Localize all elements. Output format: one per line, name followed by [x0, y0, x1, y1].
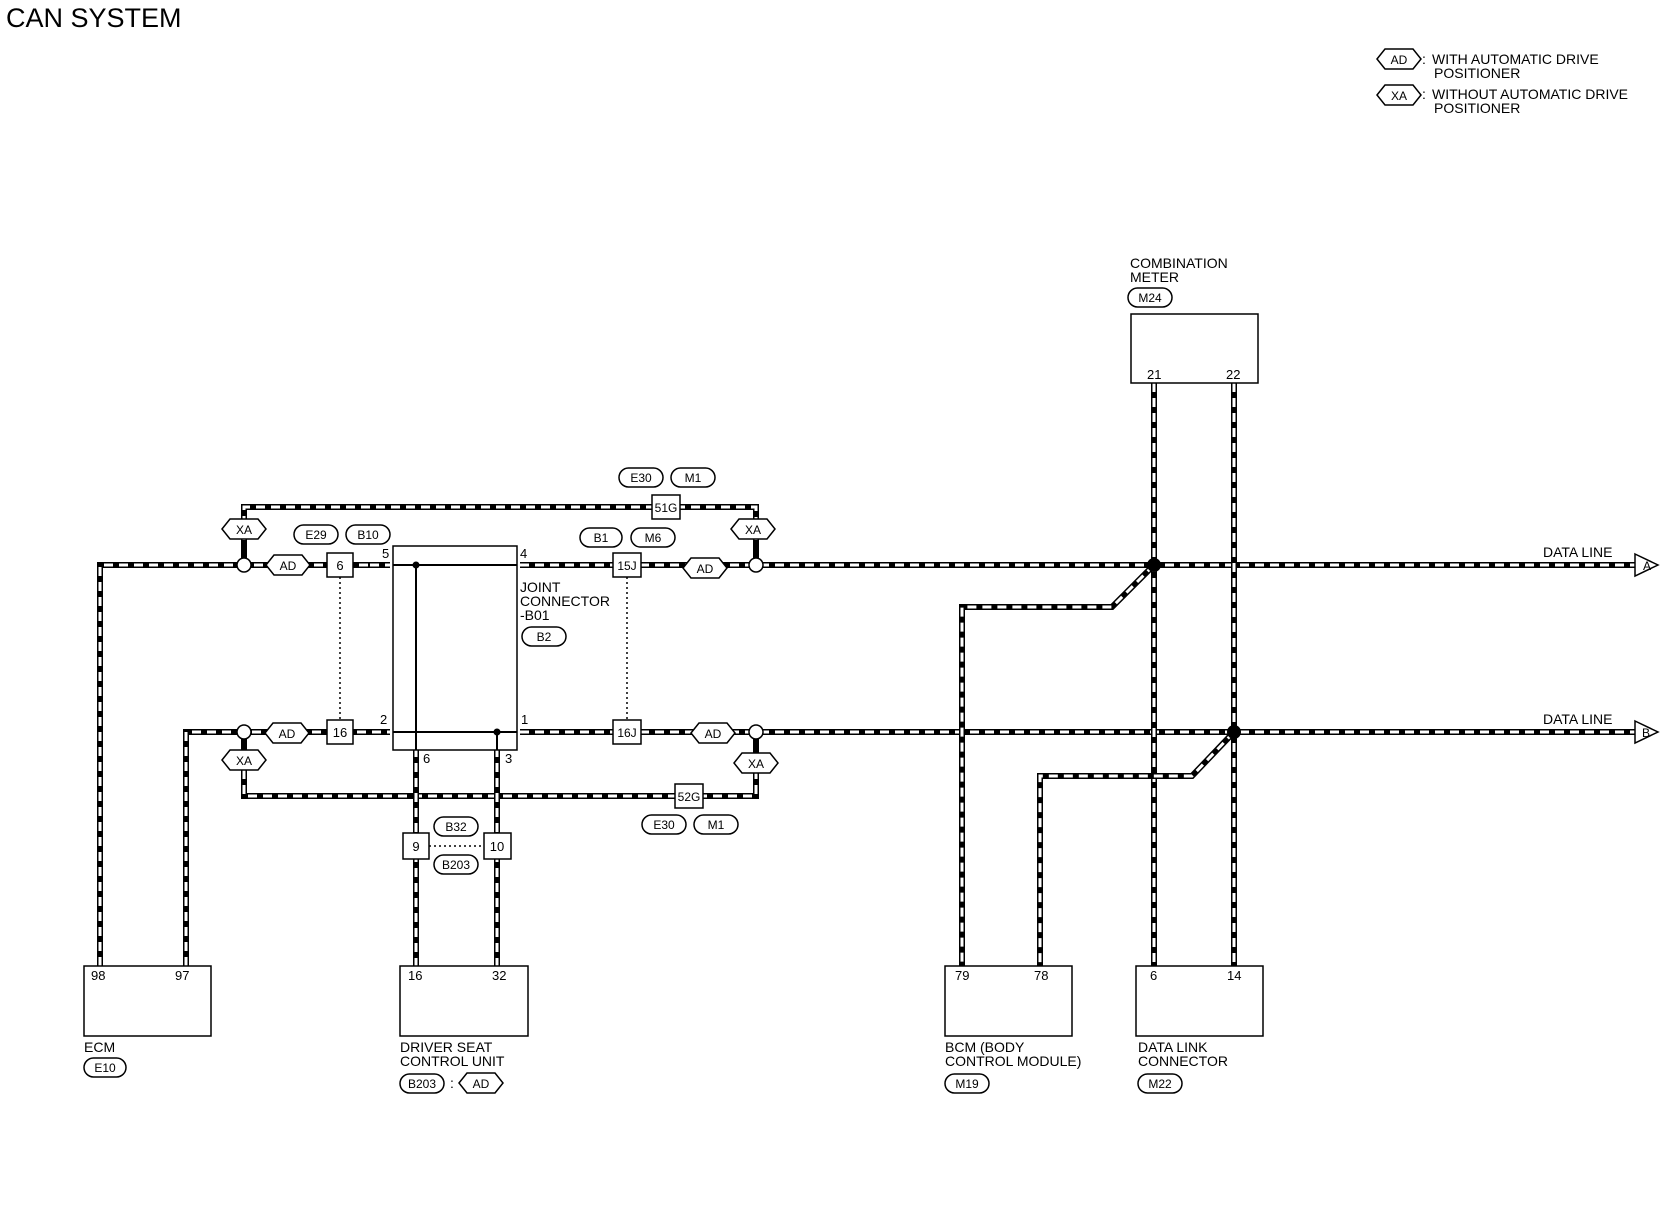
svg-text:B32: B32	[445, 820, 467, 834]
svg-text:B203: B203	[442, 858, 470, 872]
joint-connector-code: B2	[537, 630, 552, 644]
svg-text:-B01: -B01	[520, 607, 550, 623]
svg-text:E10: E10	[94, 1061, 116, 1075]
svg-text:6: 6	[1150, 968, 1157, 983]
svg-text:XA: XA	[748, 757, 764, 771]
svg-text:52G: 52G	[678, 790, 701, 804]
legend-xa-tag: XA	[1391, 89, 1407, 103]
svg-text:3: 3	[505, 751, 512, 766]
svg-text:E30: E30	[630, 471, 652, 485]
svg-text:XA: XA	[236, 754, 252, 768]
junction-circle	[748, 724, 764, 740]
svg-text:AD: AD	[697, 562, 714, 576]
svg-text:5: 5	[382, 546, 389, 561]
svg-text:6: 6	[336, 558, 343, 573]
svg-text:2: 2	[380, 712, 387, 727]
svg-text:DATA LINK: DATA LINK	[1138, 1039, 1208, 1055]
svg-text:4: 4	[520, 546, 527, 561]
svg-text:XA: XA	[236, 523, 252, 537]
svg-text:21: 21	[1147, 367, 1161, 382]
svg-text:10: 10	[490, 839, 504, 854]
svg-text:16J: 16J	[617, 726, 636, 740]
driver-seat-control-unit: 16 32 DRIVER SEAT CONTROL UNIT B203 : AD	[399, 965, 529, 1094]
junction-circle	[236, 724, 252, 740]
svg-text:M1: M1	[708, 818, 725, 832]
legend-ad-tag: AD	[1391, 53, 1408, 67]
data-line-b-label: DATA LINE	[1543, 711, 1613, 727]
svg-text:CONNECTOR: CONNECTOR	[520, 593, 610, 609]
svg-text:CONTROL MODULE): CONTROL MODULE)	[945, 1053, 1081, 1069]
svg-text:79: 79	[955, 968, 969, 983]
joint-connector-label: JOINT	[520, 579, 561, 595]
data-line-a: DATA LINE A	[1543, 544, 1660, 578]
svg-text:ECM: ECM	[84, 1039, 115, 1055]
svg-text:B203: B203	[408, 1077, 436, 1091]
splice-point-a	[1147, 558, 1161, 572]
splice-point-b	[1227, 725, 1241, 739]
svg-text:51G: 51G	[655, 501, 678, 515]
svg-text:14: 14	[1227, 968, 1241, 983]
svg-text:M19: M19	[955, 1077, 979, 1091]
svg-text:16: 16	[333, 725, 347, 740]
data-line-a-arrow: A	[1643, 559, 1651, 573]
svg-text:M24: M24	[1138, 291, 1162, 305]
data-line-b: DATA LINE B	[1543, 711, 1660, 745]
svg-text:E30: E30	[653, 818, 675, 832]
svg-text:16: 16	[408, 968, 422, 983]
combination-meter: COMBINATION METER M24 21 22	[1127, 255, 1259, 384]
legend-ad-line1: WITH AUTOMATIC DRIVE	[1432, 51, 1599, 67]
bcm: 79 78 BCM (BODY CONTROL MODULE) M19	[944, 965, 1081, 1094]
svg-text::: :	[1422, 86, 1426, 102]
svg-text:DRIVER SEAT: DRIVER SEAT	[400, 1039, 493, 1055]
svg-text:CONTROL UNIT: CONTROL UNIT	[400, 1053, 505, 1069]
svg-text:78: 78	[1034, 968, 1048, 983]
can-wires	[97, 383, 1635, 966]
svg-text:9: 9	[412, 839, 419, 854]
legend-ad-line2: POSITIONER	[1434, 65, 1520, 81]
diagram-title: CAN SYSTEM	[6, 3, 182, 33]
svg-text::: :	[450, 1075, 454, 1091]
data-line-b-arrow: B	[1642, 726, 1650, 740]
svg-text:B1: B1	[594, 531, 609, 545]
svg-text:32: 32	[492, 968, 506, 983]
condition-tags: AD AD AD AD XA XA XA XA	[221, 518, 779, 774]
svg-text:1: 1	[521, 712, 528, 727]
svg-text:AD: AD	[705, 727, 722, 741]
connector-codes: E29 B10 B1 M6 E30 M1 E30 M1 B32 B203	[293, 467, 739, 875]
svg-text:6: 6	[423, 751, 430, 766]
ecm: 98 97 ECM E10	[83, 965, 212, 1078]
junction-circle	[236, 557, 252, 573]
legend-xa-line2: POSITIONER	[1434, 100, 1520, 116]
joint-connector: 5 4 2 1 6 3 JOINT CONNECTOR -B01 B2	[380, 545, 610, 766]
svg-text:BCM (BODY: BCM (BODY	[945, 1039, 1025, 1055]
svg-text:METER: METER	[1130, 269, 1179, 285]
svg-text:15J: 15J	[617, 559, 636, 573]
svg-text:AD: AD	[473, 1077, 490, 1091]
svg-text:AD: AD	[279, 727, 296, 741]
legend-xa-line1: WITHOUT AUTOMATIC DRIVE	[1432, 86, 1628, 102]
svg-text:M6: M6	[645, 531, 662, 545]
svg-text::: :	[1422, 51, 1426, 67]
svg-text:M22: M22	[1148, 1077, 1172, 1091]
svg-text:22: 22	[1226, 367, 1240, 382]
svg-text:AD: AD	[280, 559, 297, 573]
data-line-a-label: DATA LINE	[1543, 544, 1613, 560]
data-link-connector: 6 14 DATA LINK CONNECTOR M22	[1135, 965, 1264, 1094]
svg-text:M1: M1	[685, 471, 702, 485]
junction-circle	[748, 557, 764, 573]
svg-text:CONNECTOR: CONNECTOR	[1138, 1053, 1228, 1069]
svg-text:E29: E29	[305, 528, 327, 542]
inline-connectors: 6 16 15J 16J 51G 52G 9 10	[326, 494, 704, 860]
legend: AD : WITH AUTOMATIC DRIVE POSITIONER XA …	[1376, 48, 1628, 116]
svg-text:COMBINATION: COMBINATION	[1130, 255, 1228, 271]
svg-text:B10: B10	[357, 528, 379, 542]
svg-text:98: 98	[91, 968, 105, 983]
svg-text:XA: XA	[745, 523, 761, 537]
svg-text:97: 97	[175, 968, 189, 983]
